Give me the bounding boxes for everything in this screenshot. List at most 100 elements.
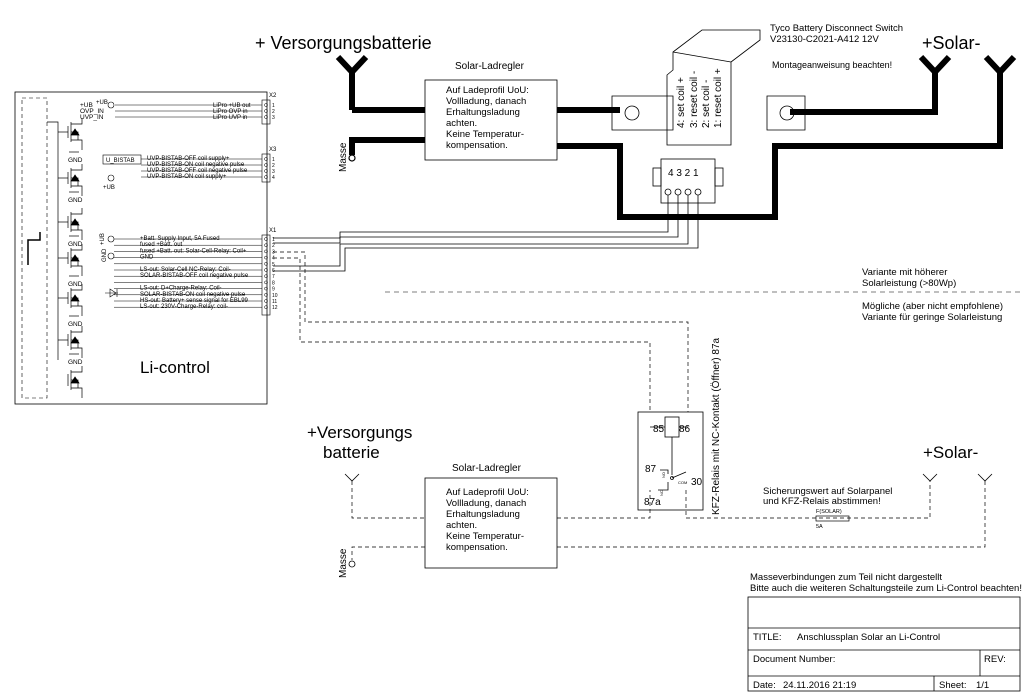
connector-pin bbox=[264, 286, 268, 291]
relay-no: NO bbox=[661, 472, 666, 478]
regler-bottom-text: Auf Ladeprofil UoU:Vollladung, danachErh… bbox=[446, 487, 529, 553]
li-control-bus bbox=[47, 121, 68, 360]
battery-terminal-top bbox=[335, 54, 425, 113]
solar-terminals-bottom bbox=[922, 473, 993, 482]
pin-number: 9 bbox=[272, 287, 275, 293]
transistor-symbol bbox=[67, 284, 83, 316]
pin-number: 10 bbox=[272, 293, 278, 299]
transistor-symbol bbox=[67, 208, 83, 240]
masse-bottom-symbol bbox=[348, 560, 356, 568]
x1-connector bbox=[261, 234, 271, 316]
connector-pin bbox=[264, 268, 268, 272]
pin-number: 4 bbox=[272, 256, 275, 262]
relay-87a: 87a bbox=[644, 497, 661, 508]
x3-label: X3 bbox=[269, 147, 277, 153]
rev-label: REV: bbox=[984, 654, 1006, 665]
x1-line-label: LS-out: Solar-Cell NC-Relay: Coil- bbox=[140, 267, 231, 273]
x3-line-label: UVP-BISTAB-OFF coil supply+ bbox=[147, 156, 230, 162]
pin-number: 3 bbox=[272, 169, 275, 175]
gnd-label: GND bbox=[68, 241, 83, 248]
pin-number: 4 bbox=[272, 175, 275, 181]
x2-connector bbox=[261, 99, 271, 125]
x1-line-label: GND bbox=[140, 255, 154, 261]
connector-pin bbox=[264, 274, 268, 278]
montage-note: Montageanweisung beachten! bbox=[772, 60, 892, 70]
pin-number: 3 bbox=[272, 249, 275, 255]
connector-pin bbox=[264, 237, 268, 241]
x1-line-label: fused +Batt. out bbox=[140, 242, 183, 248]
relay-com: COM bbox=[678, 480, 687, 485]
regler-bottom-box bbox=[424, 477, 558, 569]
solar-top-label: +Solar- bbox=[922, 33, 981, 53]
pin-number: 2 bbox=[272, 163, 275, 169]
masse-top-label: Masse bbox=[338, 142, 349, 172]
x1-line-label: LS-out: D+Charge-Relay: Coil- bbox=[140, 286, 222, 292]
u-bistab-box bbox=[102, 154, 142, 165]
connector-pin bbox=[264, 305, 268, 309]
connector-pin bbox=[264, 109, 268, 113]
x1-label: X1 bbox=[269, 228, 277, 234]
date-value: 24.11.2016 21:19 bbox=[783, 680, 856, 691]
bottom-battery-label-1: +Versorgungs bbox=[307, 423, 412, 442]
x3-line-label: UVP-BISTAB-OFF coil negative pulse bbox=[147, 168, 248, 174]
kfz-relay-internals bbox=[650, 416, 688, 491]
x2-left-label: +UB bbox=[80, 102, 93, 109]
transistor-symbol bbox=[67, 366, 83, 398]
x1-line-label: +Batt. Supply Input, 5A Fused bbox=[140, 236, 220, 242]
connector-pin bbox=[264, 262, 268, 266]
li-control-inner-dashed bbox=[21, 97, 48, 399]
transistor-group bbox=[67, 118, 83, 398]
x2-left-label: UVP_IN bbox=[80, 114, 104, 121]
pin-number: 1 bbox=[272, 237, 275, 243]
regler-top-title: Solar-Ladregler bbox=[455, 61, 525, 72]
fuse-note-2: und KFZ-Relais abstimmen! bbox=[763, 496, 881, 507]
connector-pin bbox=[264, 157, 268, 161]
x2-right-label: LiPro +UB out bbox=[213, 103, 251, 109]
coil-labels: 4: set coil +3: reset coil -2: set coil … bbox=[676, 68, 724, 128]
connector-pin bbox=[264, 280, 268, 285]
relay-30: 30 bbox=[691, 477, 703, 488]
regler-top-box bbox=[424, 79, 558, 161]
coil-label: 4: set coil + bbox=[676, 77, 687, 128]
transistor-symbol bbox=[67, 118, 83, 150]
regler-text-line: Keine Temperatur- bbox=[446, 531, 524, 542]
kfz-relay-box bbox=[637, 411, 704, 511]
ub-label-2: +UB bbox=[103, 185, 115, 191]
x2-label: X2 bbox=[269, 93, 277, 99]
regler-text-line: Vollladung, danach bbox=[446, 96, 526, 107]
relay-86: 86 bbox=[679, 424, 691, 435]
masse-top bbox=[348, 137, 425, 162]
gnd-label: GND bbox=[68, 321, 83, 328]
coil-label: 2: set coil - bbox=[701, 80, 712, 128]
gnd-label: GND bbox=[68, 281, 83, 288]
control-to-switch-wires bbox=[273, 195, 699, 272]
relay-85: 85 bbox=[653, 424, 665, 435]
x1-line-label: HS-out: Battery+ sense signal for EBL99 bbox=[140, 298, 249, 304]
regler-bottom-title: Solar-Ladregler bbox=[452, 463, 522, 474]
regler-text-line: Vollladung, danach bbox=[446, 498, 526, 509]
variant-high-2: Solarleistung (>80Wp) bbox=[862, 278, 956, 289]
li-control-box bbox=[14, 91, 268, 405]
regler-top-text: Auf Ladeprofil UoU:Vollladung, danachErh… bbox=[446, 85, 529, 151]
regler-text-line: Erhaltungsladung bbox=[446, 107, 520, 118]
top-battery-label: + Versorgungsbatterie bbox=[255, 33, 432, 53]
date-label: Date: bbox=[753, 680, 776, 691]
relay-nc: NC bbox=[659, 490, 664, 496]
x3-line-label: UVP-BISTAB-ON coil negative pulse bbox=[147, 162, 245, 168]
lower-dashed-wires bbox=[273, 251, 986, 560]
gnd-label: GND bbox=[68, 197, 83, 204]
connector-pin bbox=[264, 293, 268, 297]
regler-text-line: Erhaltungsladung bbox=[446, 509, 520, 520]
x2-right-label: LiPro OVP in bbox=[213, 109, 248, 115]
gnd-label: GND bbox=[68, 157, 83, 164]
regler-text-line: achten. bbox=[446, 520, 477, 531]
pin-number: 3 bbox=[272, 115, 275, 121]
connector-pin bbox=[264, 243, 268, 247]
coil-label: 1: reset coil + bbox=[713, 68, 724, 128]
docnum-label: Document Number: bbox=[753, 654, 835, 665]
li-control-label: Li-control bbox=[140, 358, 210, 377]
